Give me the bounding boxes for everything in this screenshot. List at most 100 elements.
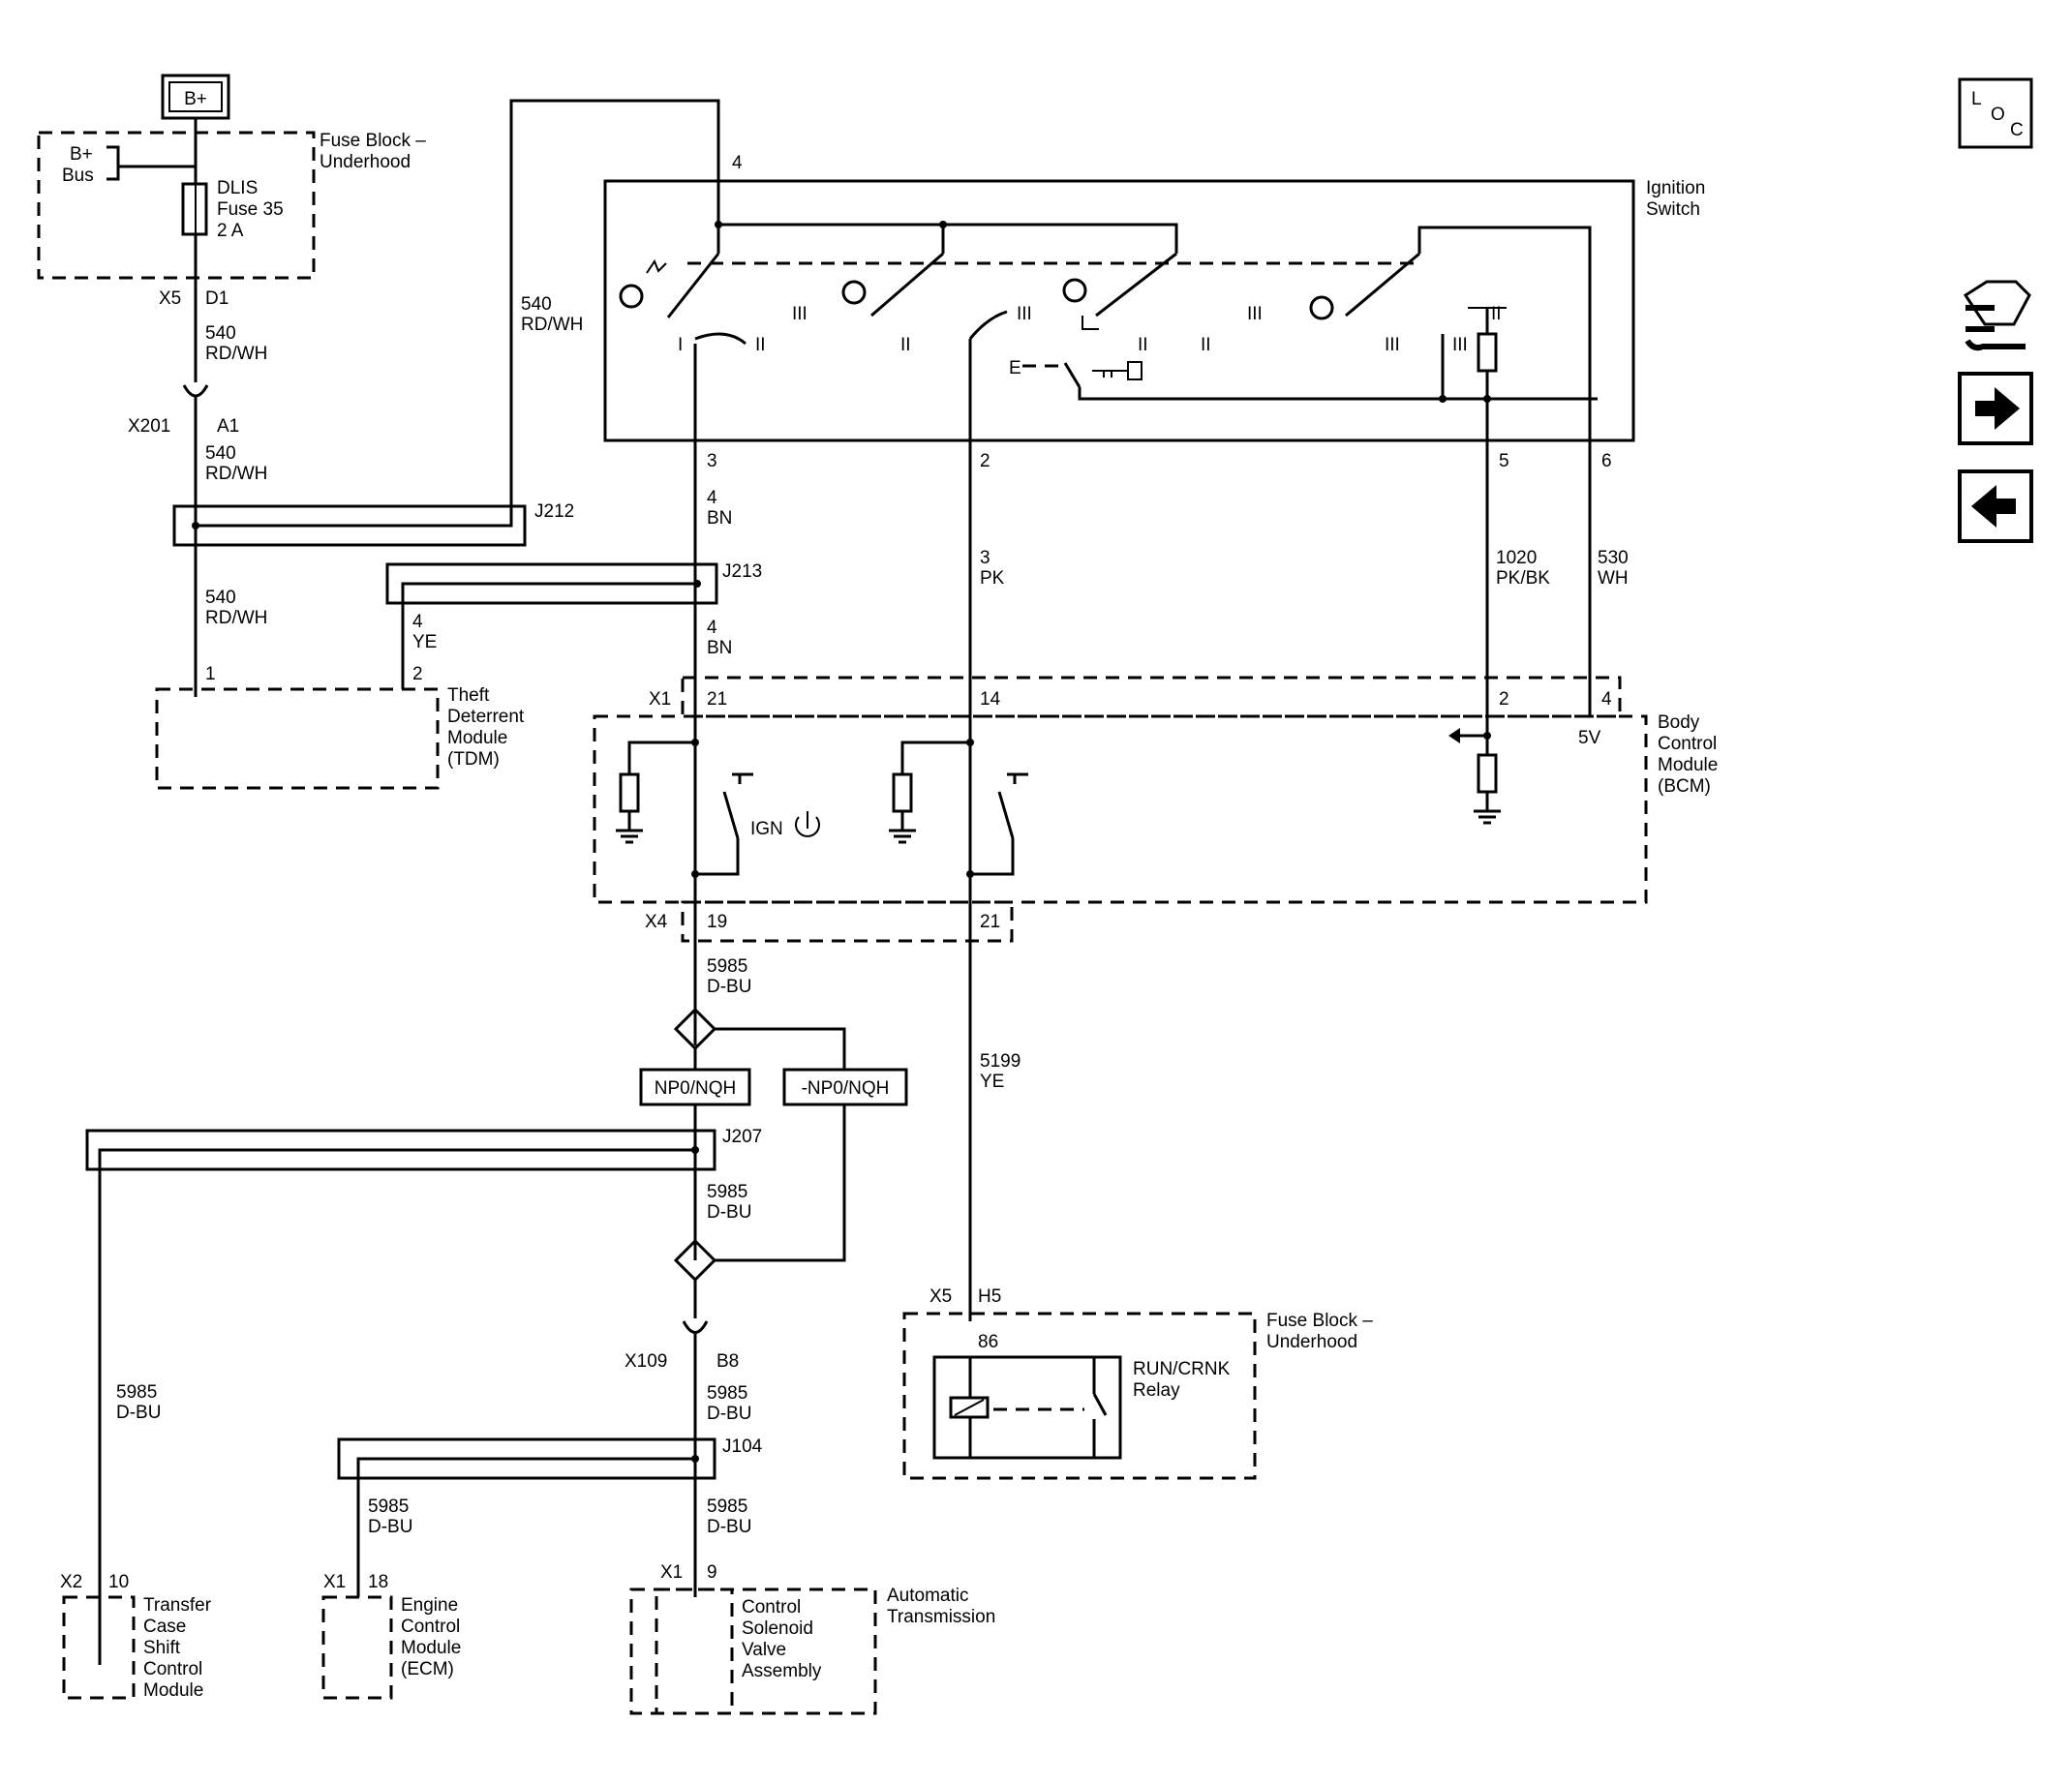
ignition-switch-label-1: Ignition bbox=[1646, 178, 1705, 198]
wire-540-a-num: 540 bbox=[205, 323, 236, 344]
a1-pin-label: A1 bbox=[217, 416, 239, 437]
tcsc-label-4: Control bbox=[143, 1659, 202, 1679]
loc-button[interactable]: L O C bbox=[1958, 77, 2033, 149]
previous-arrow-icon[interactable] bbox=[1958, 469, 2033, 543]
wire-5985-d-color: D-BU bbox=[707, 1517, 751, 1537]
transfer-case-shift-control-module: X2 10 Transfer Case Shift Control Module bbox=[60, 1572, 212, 1701]
wire-5985-c-color: D-BU bbox=[707, 1404, 751, 1424]
wire-1020-num: 1020 bbox=[1496, 548, 1537, 568]
tdm-label-2: Deterrent bbox=[447, 707, 525, 727]
wire-1020-color: PK/BK bbox=[1496, 568, 1550, 589]
connector-hand-icon[interactable] bbox=[1963, 280, 2031, 351]
input-arrow-icon bbox=[1448, 728, 1460, 743]
wire-540-b-color: RD/WH bbox=[205, 464, 267, 484]
j213-splice: J213 bbox=[385, 561, 762, 689]
tcsc-x2-label: X2 bbox=[60, 1572, 82, 1592]
contact-label-3: III bbox=[792, 304, 807, 324]
wire-4bn-b-num: 4 bbox=[707, 618, 717, 638]
contact-label-9: II bbox=[1201, 335, 1211, 355]
tcsc-label-2: Case bbox=[143, 1617, 186, 1637]
fuse-label-1: DLIS bbox=[217, 178, 258, 198]
csva-label-3: Valve bbox=[742, 1640, 786, 1660]
j207-label: J207 bbox=[722, 1127, 762, 1147]
body-control-module: X1 21 14 2 4 5V Body Control Module (BCM… bbox=[593, 676, 1718, 943]
ecm-label-3: Module bbox=[401, 1638, 461, 1658]
relay-pin-86: 86 bbox=[978, 1332, 998, 1352]
bcm-pin-21b: 21 bbox=[980, 912, 1000, 932]
bcm-label-3: Module bbox=[1658, 755, 1718, 775]
fuse-block-bottom-label-2: Underhood bbox=[1266, 1332, 1357, 1352]
csva-label-4: Assembly bbox=[742, 1661, 822, 1681]
x5b-connector-label: X5 bbox=[929, 1286, 952, 1307]
wire-530-num: 530 bbox=[1598, 548, 1629, 568]
relay-label-2: Relay bbox=[1133, 1380, 1180, 1401]
h5-pin-label: H5 bbox=[978, 1286, 1001, 1307]
run-crnk-relay bbox=[932, 1355, 1122, 1460]
fuse-label-2: Fuse 35 bbox=[217, 199, 284, 220]
csva-label-2: Solenoid bbox=[742, 1618, 813, 1639]
bcm-label-4: (BCM) bbox=[1658, 776, 1711, 797]
wire-540-c-color: RD/WH bbox=[205, 608, 267, 628]
ign-switch-contact bbox=[722, 791, 740, 839]
x109-label: X109 bbox=[625, 1351, 667, 1372]
bcm-pin-14: 14 bbox=[980, 689, 1001, 710]
bcm-label-2: Control bbox=[1658, 734, 1717, 754]
tdm-label-1: Theft bbox=[447, 685, 490, 706]
bplus-bus-label-1: B+ bbox=[70, 144, 93, 165]
pulldown-resistor-icon-2 bbox=[892, 772, 913, 813]
d1-pin-label: D1 bbox=[205, 288, 229, 309]
ecm-label-1: Engine bbox=[401, 1595, 458, 1616]
wire-4bn-a-num: 4 bbox=[707, 488, 717, 508]
wire-5985-e-color: D-BU bbox=[368, 1517, 412, 1537]
loc-c: C bbox=[2010, 120, 2024, 140]
wire-4ye-color: YE bbox=[412, 632, 437, 652]
ignition-pin-6: 6 bbox=[1601, 451, 1612, 471]
tdm-label-4: (TDM) bbox=[447, 749, 500, 770]
tdm-pin-1: 1 bbox=[205, 664, 216, 684]
ignition-switch-label-2: Switch bbox=[1646, 199, 1700, 220]
bcm-x4-label: X4 bbox=[645, 912, 668, 932]
tcsc-label-1: Transfer bbox=[143, 1595, 212, 1616]
wire-540-a-color: RD/WH bbox=[205, 344, 267, 364]
wire-5985-a-color: D-BU bbox=[707, 977, 751, 997]
ecm-label-2: Control bbox=[401, 1617, 460, 1637]
wire-3pk-color: PK bbox=[980, 568, 1005, 589]
key-icon bbox=[1092, 361, 1143, 380]
ignition-pin-3: 3 bbox=[707, 451, 717, 471]
run-crank-switch-contact bbox=[997, 791, 1015, 839]
contact-label-11: II bbox=[1491, 304, 1502, 324]
x201-label: X201 bbox=[128, 416, 170, 437]
next-arrow-icon[interactable] bbox=[1958, 372, 2033, 445]
key-turn-icon bbox=[646, 258, 667, 274]
fuse-label-3: 2 A bbox=[217, 221, 244, 241]
option-np0-nqh: NP0/NQH bbox=[655, 1078, 736, 1099]
j213-label: J213 bbox=[722, 561, 762, 582]
tcsc-label-5: Module bbox=[143, 1680, 203, 1701]
control-solenoid-valve-assembly: X1 9 Control Solenoid Valve Assembly Aut… bbox=[629, 1562, 995, 1715]
bplus-source: B+ bbox=[161, 74, 230, 120]
csva-label-1: Control bbox=[742, 1597, 801, 1618]
option-not-np0-nqh: -NP0/NQH bbox=[802, 1078, 890, 1099]
tdm-label-3: Module bbox=[447, 728, 507, 748]
contact-label-4: II bbox=[900, 335, 911, 355]
x201-connector-icon bbox=[182, 384, 209, 398]
wire-540-d-num: 540 bbox=[521, 294, 552, 315]
bcm-5v-label: 5V bbox=[1578, 728, 1601, 748]
wire-5985-b-color: D-BU bbox=[707, 1202, 751, 1223]
ignition-e-label: E bbox=[1009, 358, 1021, 378]
contact-label-7: II bbox=[1138, 335, 1148, 355]
j104-label: J104 bbox=[722, 1436, 763, 1457]
power-icon bbox=[795, 811, 820, 837]
ignition-pin-2: 2 bbox=[980, 451, 990, 471]
wire-540-d-color: RD/WH bbox=[521, 315, 583, 335]
wire-530-color: WH bbox=[1598, 568, 1629, 589]
wire-540-b-num: 540 bbox=[205, 443, 236, 464]
bcm-pin-4: 4 bbox=[1601, 689, 1612, 710]
b8-pin-label: B8 bbox=[716, 1351, 739, 1372]
contact-label-5: III bbox=[1017, 304, 1032, 324]
tcsc-pin-10: 10 bbox=[108, 1572, 129, 1592]
x5-connector-label: X5 bbox=[159, 288, 181, 309]
bcm-x1-label: X1 bbox=[649, 689, 671, 710]
ecm-x1-label: X1 bbox=[323, 1572, 346, 1592]
